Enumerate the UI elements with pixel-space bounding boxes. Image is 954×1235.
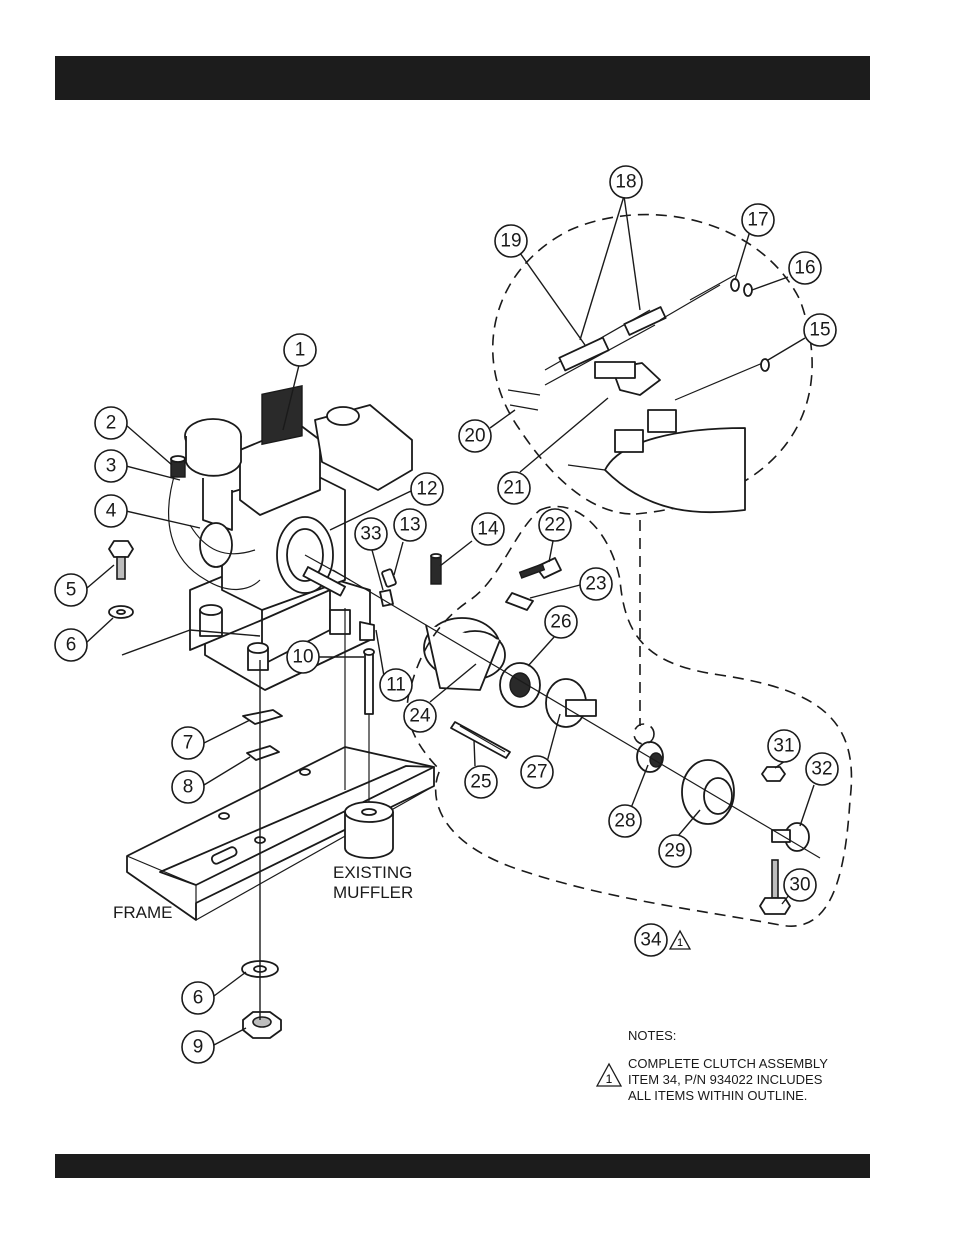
svg-text:21: 21 (503, 478, 524, 499)
callout-28: 28 (609, 805, 641, 837)
svg-text:30: 30 (789, 875, 810, 896)
callout-31: 31 (768, 730, 800, 762)
callout-10: 10 (287, 641, 319, 673)
callout-34: 34 (635, 924, 667, 956)
svg-text:27: 27 (526, 762, 547, 783)
svg-text:4: 4 (106, 501, 117, 522)
callout-12: 12 (411, 473, 443, 505)
svg-text:6: 6 (193, 988, 204, 1009)
notes-triangle: 1 (595, 1062, 623, 1088)
svg-text:14: 14 (477, 519, 499, 540)
svg-text:32: 32 (811, 759, 832, 780)
notes-block: NOTES: COMPLETE CLUTCH ASSEMBLY ITEM 34,… (628, 1028, 888, 1104)
callout-13: 13 (394, 509, 426, 541)
callout-2: 2 (95, 407, 127, 439)
callout-32: 32 (806, 753, 838, 785)
callout-25: 25 (465, 766, 497, 798)
svg-text:3: 3 (106, 456, 117, 477)
callout-22: 22 (539, 509, 571, 541)
callout-4: 4 (95, 495, 127, 527)
connector-circle (634, 724, 654, 744)
svg-text:8: 8 (183, 777, 194, 798)
svg-text:12: 12 (416, 479, 437, 500)
clutch-parts (333, 554, 820, 914)
callout-11: 11 (380, 669, 412, 701)
svg-text:33: 33 (360, 524, 381, 545)
muffler-label-line2: MUFFLER (333, 883, 413, 902)
callout-7: 7 (172, 727, 204, 759)
callout-30: 30 (784, 869, 816, 901)
svg-text:22: 22 (544, 515, 565, 536)
svg-text:17: 17 (747, 210, 768, 231)
clutch-assembly-outline (407, 506, 851, 926)
callout-1: 1 (284, 334, 316, 366)
callout-29: 29 (659, 835, 691, 867)
callout-33: 33 (355, 518, 387, 550)
callout-9: 9 (182, 1031, 214, 1063)
callout-14: 14 (472, 513, 504, 545)
frame-label: FRAME (113, 903, 173, 922)
svg-text:24: 24 (409, 706, 431, 727)
callout-8: 8 (172, 771, 204, 803)
callout-15: 15 (804, 314, 836, 346)
callout-3: 3 (95, 450, 127, 482)
svg-text:19: 19 (500, 231, 521, 252)
callout-19: 19 (495, 225, 527, 257)
notes-line-1: COMPLETE CLUTCH ASSEMBLY (628, 1056, 888, 1072)
callout-16: 16 (789, 252, 821, 284)
svg-text:29: 29 (664, 841, 685, 862)
revision-triangle: 1 (670, 931, 690, 949)
callout-23: 23 (580, 568, 612, 600)
callout-6-upper: 6 (55, 629, 87, 661)
callout-17: 17 (742, 204, 774, 236)
callout-20: 20 (459, 420, 491, 452)
svg-text:1: 1 (677, 937, 683, 949)
notes-line-3: ALL ITEMS WITHIN OUTLINE. (628, 1088, 888, 1104)
svg-text:23: 23 (585, 574, 606, 595)
callout-24: 24 (404, 700, 436, 732)
callout-27: 27 (521, 756, 553, 788)
svg-text:28: 28 (614, 811, 635, 832)
notes-heading: NOTES: (628, 1028, 888, 1044)
notes-line-2: ITEM 34, P/N 934022 INCLUDES (628, 1072, 888, 1088)
svg-text:25: 25 (470, 772, 491, 793)
svg-text:18: 18 (615, 172, 636, 193)
svg-text:7: 7 (183, 733, 194, 754)
svg-text:20: 20 (464, 426, 485, 447)
svg-text:10: 10 (292, 647, 313, 668)
callout-21: 21 (498, 472, 530, 504)
svg-text:16: 16 (794, 258, 815, 279)
svg-text:5: 5 (66, 580, 77, 601)
callout-6-lower: 6 (182, 982, 214, 1014)
svg-text:15: 15 (809, 320, 830, 341)
callout-5: 5 (55, 574, 87, 606)
svg-text:11: 11 (386, 675, 406, 696)
callout-26: 26 (545, 606, 577, 638)
linkage-detail (493, 215, 812, 514)
svg-text:9: 9 (193, 1037, 204, 1058)
svg-text:13: 13 (399, 515, 420, 536)
svg-text:1: 1 (295, 340, 306, 361)
svg-text:1: 1 (606, 1072, 613, 1086)
svg-text:2: 2 (106, 413, 117, 434)
svg-text:34: 34 (640, 930, 662, 951)
svg-text:31: 31 (773, 736, 794, 757)
muffler-label-line1: EXISTING (333, 863, 412, 882)
svg-text:26: 26 (550, 612, 571, 633)
callout-18: 18 (610, 166, 642, 198)
svg-text:6: 6 (66, 635, 77, 656)
